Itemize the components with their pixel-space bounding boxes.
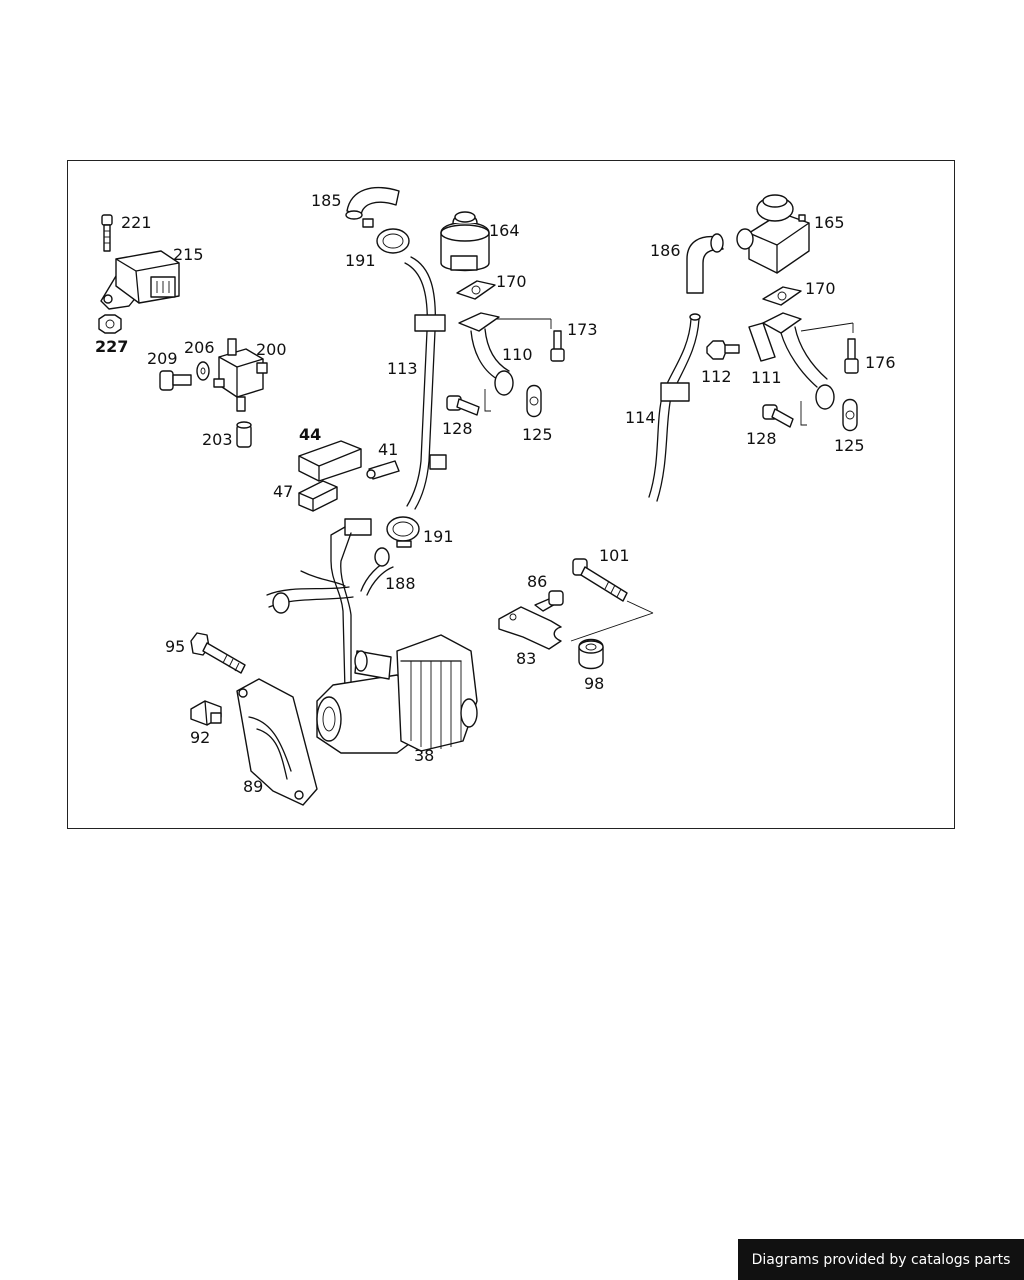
- part-98-rubber-mount: [578, 638, 604, 670]
- part-206-washer: [196, 361, 210, 381]
- callout-164: 164: [489, 221, 520, 240]
- callout-47: 47: [273, 482, 294, 501]
- callout-227: 227: [95, 337, 129, 356]
- callout-186: 186: [650, 241, 681, 260]
- callout-44: 44: [299, 425, 322, 444]
- part-200-solenoid-valve: [213, 338, 268, 412]
- watermark-banner: Diagrams provided by catalogs parts: [738, 1239, 1024, 1280]
- callout-188: 188: [385, 574, 416, 593]
- callout-113: 113: [387, 359, 418, 378]
- callout-83: 83: [516, 649, 537, 668]
- callout-221: 221: [121, 213, 152, 232]
- part-86-bolt: [534, 590, 564, 612]
- callout-215: 215: [173, 245, 204, 264]
- part-203-connector: [236, 421, 252, 448]
- part-188-hose-harness: [266, 518, 394, 692]
- callout-125-left: 125: [522, 425, 553, 444]
- callout-86: 86: [527, 572, 548, 591]
- callout-203: 203: [202, 430, 233, 449]
- callout-185: 185: [311, 191, 342, 210]
- part-38-air-pump: [316, 634, 478, 754]
- parts-diagram-drawing: [98, 187, 859, 806]
- part-113-tube: [404, 256, 447, 510]
- part-44-plug-housing: [298, 440, 362, 482]
- part-112-bolt: [706, 340, 740, 360]
- callout-191-upper: 191: [345, 251, 376, 270]
- callout-98: 98: [584, 674, 605, 693]
- callout-101: 101: [599, 546, 630, 565]
- part-111-pipe-bracket: [748, 312, 854, 410]
- part-83-bracket: [498, 606, 562, 650]
- parts-diagram-frame: 221 215 227 209 206 200 203 185 191 164 …: [67, 160, 955, 829]
- callout-176: 176: [865, 353, 896, 372]
- part-185-hose: [345, 187, 400, 220]
- callout-200: 200: [256, 340, 287, 359]
- part-89-cover-plate: [236, 678, 318, 806]
- part-41-pin: [366, 460, 400, 480]
- callout-92: 92: [190, 728, 211, 747]
- part-170-gasket-right: [762, 286, 802, 306]
- part-221-bolt: [101, 214, 113, 252]
- callout-191-lower: 191: [423, 527, 454, 546]
- callout-170-left: 170: [496, 272, 527, 291]
- callout-125-right: 125: [834, 436, 865, 455]
- callout-95: 95: [165, 637, 186, 656]
- part-101-bolt: [570, 558, 654, 642]
- part-191-clamp-lower: [386, 516, 420, 548]
- callout-89: 89: [243, 777, 264, 796]
- part-128-bolt-left: [446, 389, 491, 416]
- part-47-holder: [298, 480, 338, 512]
- callout-173: 173: [567, 320, 598, 339]
- callout-209: 209: [147, 349, 178, 368]
- part-186-hose: [686, 233, 724, 294]
- part-227-nut: [98, 314, 122, 334]
- callout-112: 112: [701, 367, 732, 386]
- part-191-clamp-upper: [362, 218, 410, 254]
- callout-114: 114: [625, 408, 656, 427]
- part-95-bolt: [190, 632, 246, 674]
- callout-128-right: 128: [746, 429, 777, 448]
- part-170-gasket-left: [456, 280, 496, 300]
- part-176-bolt: [844, 338, 859, 374]
- callout-128-left: 128: [442, 419, 473, 438]
- callout-111: 111: [751, 368, 782, 387]
- part-92-clip: [190, 700, 222, 726]
- part-128-bolt-right: [762, 401, 807, 428]
- part-215-pressure-sensor: [100, 250, 180, 310]
- callout-110: 110: [502, 345, 533, 364]
- part-110-pipe-elbow: [458, 312, 552, 396]
- part-164-valve: [440, 211, 490, 272]
- callout-38: 38: [414, 746, 435, 765]
- callout-165: 165: [814, 213, 845, 232]
- callout-206: 206: [184, 338, 215, 357]
- part-173-bolt: [550, 330, 565, 362]
- part-209-bolt: [159, 370, 192, 391]
- callout-170-right: 170: [805, 279, 836, 298]
- part-125-gasket-left: [526, 384, 542, 418]
- callout-41: 41: [378, 440, 399, 459]
- part-165-valve: [736, 194, 810, 274]
- part-114-tube: [648, 313, 701, 502]
- part-125-gasket-right: [842, 398, 858, 432]
